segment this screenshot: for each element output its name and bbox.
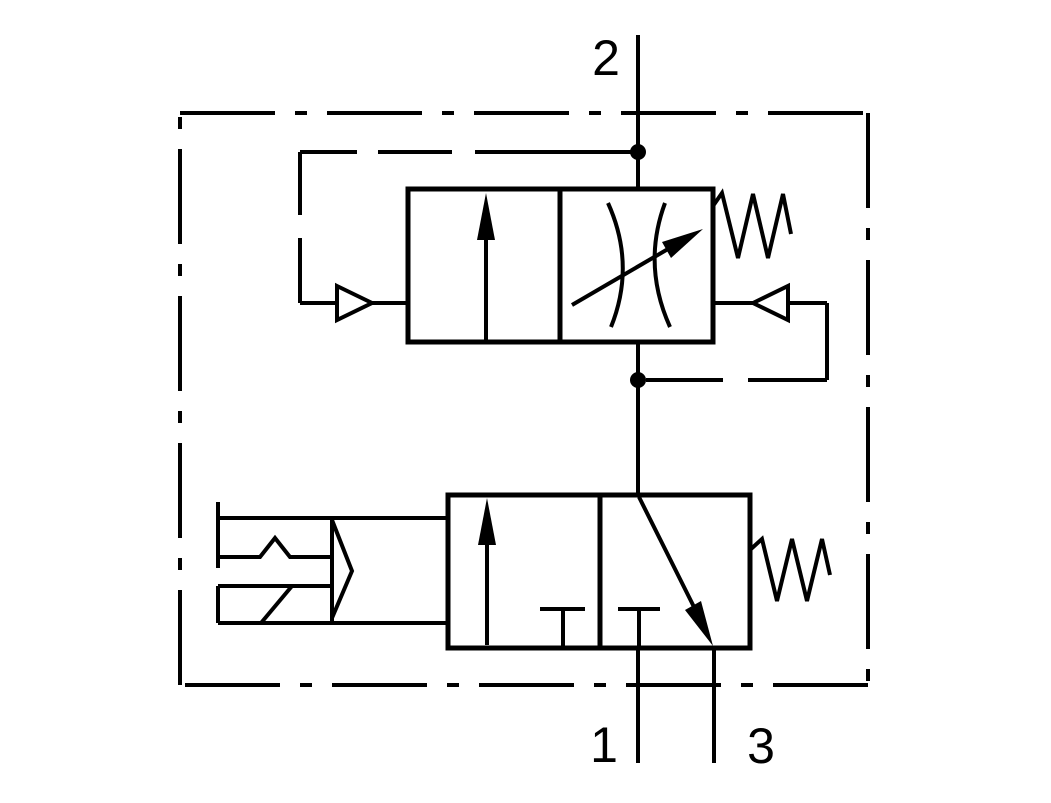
shutoff-valve	[216, 492, 832, 651]
spring-icon-bottom-valve	[749, 535, 832, 602]
junction-dot-upper	[630, 144, 646, 160]
detent-notch-icon	[218, 534, 332, 559]
exhaust-arrowhead	[685, 601, 713, 646]
actuator-plunger-chevron-icon	[330, 519, 355, 619]
assembly-boundary	[178, 111, 870, 687]
throttle-curve-left	[606, 202, 625, 328]
blocked-port-icon-right	[618, 607, 660, 646]
adjustable-throttle-icon	[570, 202, 703, 328]
throttle-adjust-arrow-shaft	[570, 247, 670, 307]
shutoff-flow-arrowhead	[478, 498, 496, 545]
port-2-label: 2	[592, 30, 620, 86]
throttle-adjust-arrowhead	[662, 229, 703, 258]
shutoff-exhaust-position	[618, 496, 713, 646]
spring-icon-top-valve	[711, 188, 793, 259]
throttle-curve-right	[652, 202, 672, 328]
blocked-port-icon-left	[540, 607, 585, 646]
port-1-label: 1	[590, 717, 618, 773]
port-3-label: 3	[747, 718, 775, 774]
free-flow-arrowhead	[477, 193, 495, 240]
pilot-line-right	[646, 282, 829, 382]
flow-control-valve	[405, 186, 829, 382]
diagram-linework	[178, 35, 870, 763]
manual-actuator	[216, 502, 448, 625]
shutoff-open-position	[478, 498, 585, 646]
exhaust-arrow-shaft	[637, 496, 698, 612]
pilot-line-left	[298, 150, 632, 324]
pilot-triangle-right-pointing-icon	[335, 282, 377, 324]
free-flow-arrow-icon	[477, 193, 495, 342]
lever-diagonal-icon	[259, 584, 294, 625]
